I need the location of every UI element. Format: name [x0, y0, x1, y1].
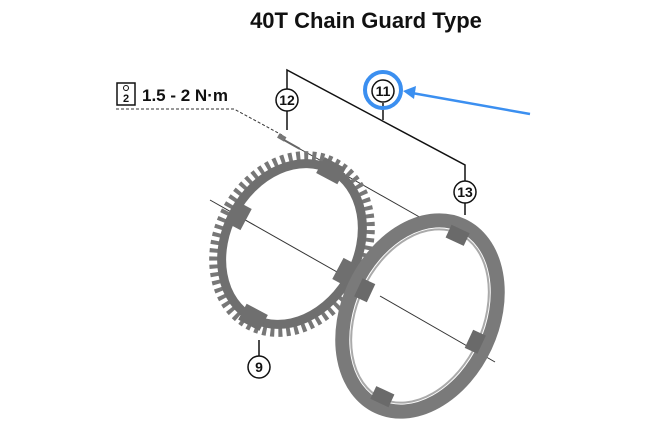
callout-13: 13	[453, 180, 477, 204]
torque-spec: 2 1.5 - 2 N·m	[116, 82, 283, 136]
hex-wrench-icon	[116, 82, 136, 106]
arrow-line	[411, 91, 531, 116]
highlight-circle	[363, 70, 403, 110]
callout-11[interactable]: 11	[371, 79, 395, 103]
svg-text:12: 12	[279, 92, 295, 108]
svg-text:9: 9	[255, 359, 263, 375]
callout-9: 9	[247, 355, 271, 379]
torque-value: 1.5 - 2 N·m	[142, 86, 228, 105]
bolt-icon	[277, 133, 301, 150]
diagram-title: 40T Chain Guard Type	[250, 8, 482, 33]
tool-size: 2	[123, 93, 129, 105]
svg-text:13: 13	[457, 184, 473, 200]
chain-guard	[335, 213, 505, 419]
arrow-head-icon	[403, 86, 416, 99]
chainring	[209, 151, 375, 337]
highlight-annotation	[363, 70, 531, 116]
callout-12: 12	[275, 88, 299, 112]
svg-text:11: 11	[376, 83, 391, 99]
